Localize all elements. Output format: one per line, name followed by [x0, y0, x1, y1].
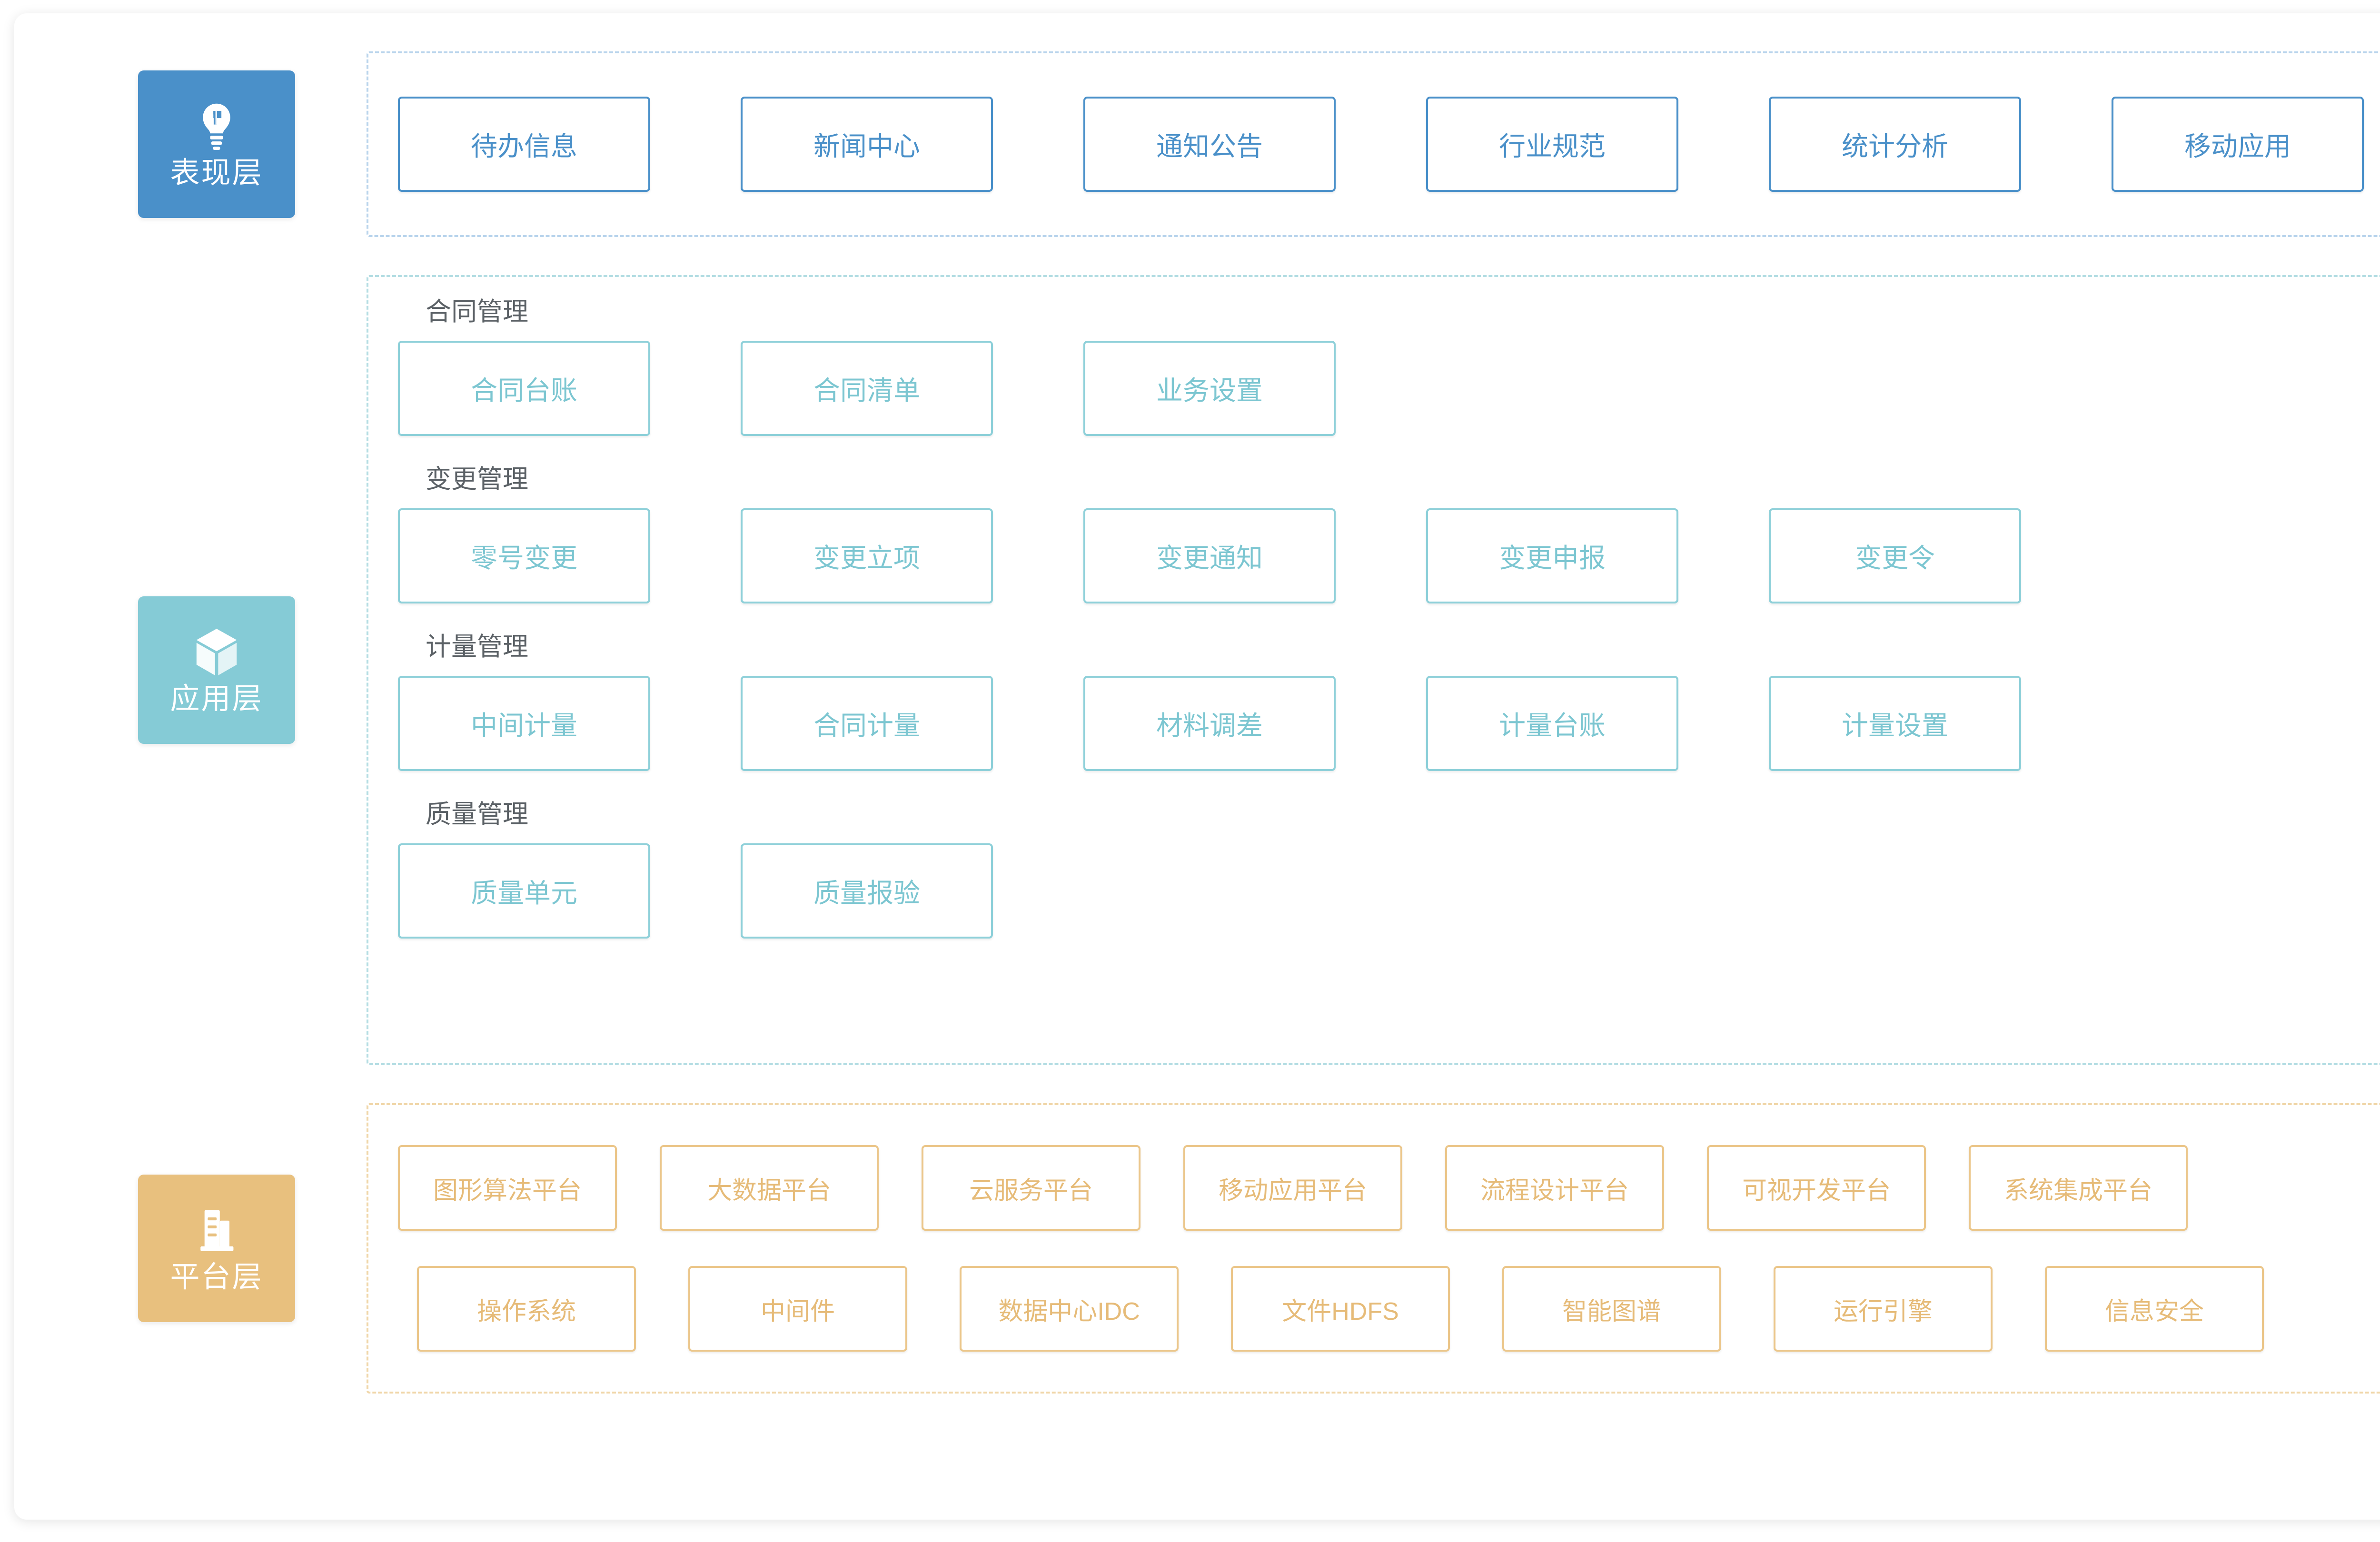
- platform-button-process-design[interactable]: 流程设计平台: [1445, 1145, 1664, 1231]
- presentation-button-news[interactable]: 新闻中心: [741, 97, 993, 192]
- layer-row-presentation: 表现层 待办信息 新闻中心 通知公告 行业规范 统计分析 移动应用: [43, 32, 2380, 256]
- presentation-button-mobile-app[interactable]: 移动应用: [2112, 97, 2364, 192]
- app-button-interim-measurement[interactable]: 中间计量: [398, 676, 650, 771]
- platform-button-system-integration[interactable]: 系统集成平台: [1969, 1145, 2188, 1231]
- layer-tile-presentation[interactable]: 表现层: [138, 70, 295, 218]
- layer-label-platform: 平台层: [170, 1261, 263, 1294]
- application-group-change: 变更管理 零号变更 变更立项 变更通知 变更申报 变更令: [398, 466, 2380, 623]
- group-title-change: 变更管理: [426, 465, 528, 494]
- platform-button-data-center-idc[interactable]: 数据中心IDC: [960, 1266, 1179, 1352]
- presentation-button-industry-standards[interactable]: 行业规范: [1426, 97, 1678, 192]
- app-button-quality-unit[interactable]: 质量单元: [398, 843, 650, 939]
- platform-button-runtime-engine[interactable]: 运行引擎: [1774, 1266, 1993, 1352]
- building-icon: [191, 1205, 242, 1256]
- layer-row-application: 应用层 合同管理 合同台账 合同清单 业务设置 变更管理 零号变更 变更立项: [43, 256, 2380, 1084]
- platform-button-row-2: 操作系统 中间件 数据中心IDC 文件HDFS 智能图谱 运行引擎 信息安全: [398, 1266, 2380, 1352]
- application-row-measurement: 中间计量 合同计量 材料调差 计量台账 计量设置: [398, 676, 2380, 771]
- architecture-card: 表现层 待办信息 新闻中心 通知公告 行业规范 统计分析 移动应用: [14, 13, 2380, 1520]
- platform-button-mobile-app-platform[interactable]: 移动应用平台: [1183, 1145, 1402, 1231]
- application-group-contract: 合同管理 合同台账 合同清单 业务设置: [398, 299, 2380, 455]
- group-title-quality: 质量管理: [426, 800, 528, 829]
- presentation-buttons-container: 待办信息 新闻中心 通知公告 行业规范 统计分析 移动应用: [367, 51, 2380, 237]
- layer-tile-application[interactable]: 应用层: [138, 596, 295, 744]
- cube-icon: [191, 626, 242, 678]
- platform-button-big-data[interactable]: 大数据平台: [660, 1145, 879, 1231]
- platform-button-information-security[interactable]: 信息安全: [2045, 1266, 2264, 1352]
- app-button-contract-list[interactable]: 合同清单: [741, 341, 993, 436]
- app-button-measurement-settings[interactable]: 计量设置: [1769, 676, 2021, 771]
- layer-label-presentation: 表现层: [170, 157, 263, 189]
- platform-button-file-hdfs[interactable]: 文件HDFS: [1231, 1266, 1450, 1352]
- application-group-quality: 质量管理 质量单元 质量报验: [398, 801, 2380, 958]
- app-button-material-adjustment[interactable]: 材料调差: [1083, 676, 1336, 771]
- app-button-change-project[interactable]: 变更立项: [741, 508, 993, 603]
- platform-button-graphics-algorithm[interactable]: 图形算法平台: [398, 1145, 617, 1231]
- presentation-button-announcement[interactable]: 通知公告: [1083, 97, 1336, 192]
- presentation-button-statistics[interactable]: 统计分析: [1769, 97, 2021, 192]
- app-button-contract-measurement[interactable]: 合同计量: [741, 676, 993, 771]
- platform-button-row-1: 图形算法平台 大数据平台 云服务平台 移动应用平台 流程设计平台 可视开发平台 …: [398, 1145, 2380, 1231]
- app-button-change-notice[interactable]: 变更通知: [1083, 508, 1336, 603]
- presentation-button-todo[interactable]: 待办信息: [398, 97, 650, 192]
- architecture-diagram: 表现层 待办信息 新闻中心 通知公告 行业规范 统计分析 移动应用: [14, 13, 2380, 1520]
- platform-button-middleware[interactable]: 中间件: [688, 1266, 907, 1352]
- application-row-quality: 质量单元 质量报验: [398, 843, 2380, 939]
- group-title-measurement: 计量管理: [426, 633, 528, 661]
- app-button-zero-change[interactable]: 零号变更: [398, 508, 650, 603]
- platform-buttons-container: 图形算法平台 大数据平台 云服务平台 移动应用平台 流程设计平台 可视开发平台 …: [367, 1103, 2380, 1394]
- layer-label-application: 应用层: [170, 682, 263, 715]
- platform-button-intelligent-graph[interactable]: 智能图谱: [1502, 1266, 1721, 1352]
- application-row-change: 零号变更 变更立项 变更通知 变更申报 变更令: [398, 508, 2380, 603]
- layer-tile-platform[interactable]: 平台层: [138, 1175, 295, 1322]
- app-button-change-declaration[interactable]: 变更申报: [1426, 508, 1678, 603]
- group-title-contract: 合同管理: [426, 297, 528, 326]
- lightbulb-icon: [191, 100, 242, 152]
- layer-row-platform: 平台层 图形算法平台 大数据平台 云服务平台 移动应用平台 流程设计平台 可视开…: [43, 1084, 2380, 1413]
- platform-button-operating-system[interactable]: 操作系统: [417, 1266, 636, 1352]
- platform-button-visual-development[interactable]: 可视开发平台: [1707, 1145, 1926, 1231]
- app-button-business-settings[interactable]: 业务设置: [1083, 341, 1336, 436]
- application-group-measurement: 计量管理 中间计量 合同计量 材料调差 计量台账 计量设置: [398, 634, 2380, 790]
- presentation-button-row: 待办信息 新闻中心 通知公告 行业规范 统计分析 移动应用: [398, 97, 2380, 192]
- app-button-change-order[interactable]: 变更令: [1769, 508, 2021, 603]
- application-groups-container: 合同管理 合同台账 合同清单 业务设置 变更管理 零号变更 变更立项 变更通知 …: [367, 275, 2380, 1065]
- platform-button-cloud-service[interactable]: 云服务平台: [922, 1145, 1140, 1231]
- application-row-contract: 合同台账 合同清单 业务设置: [398, 341, 2380, 436]
- app-button-quality-inspection[interactable]: 质量报验: [741, 843, 993, 939]
- app-button-contract-ledger[interactable]: 合同台账: [398, 341, 650, 436]
- app-button-measurement-ledger[interactable]: 计量台账: [1426, 676, 1678, 771]
